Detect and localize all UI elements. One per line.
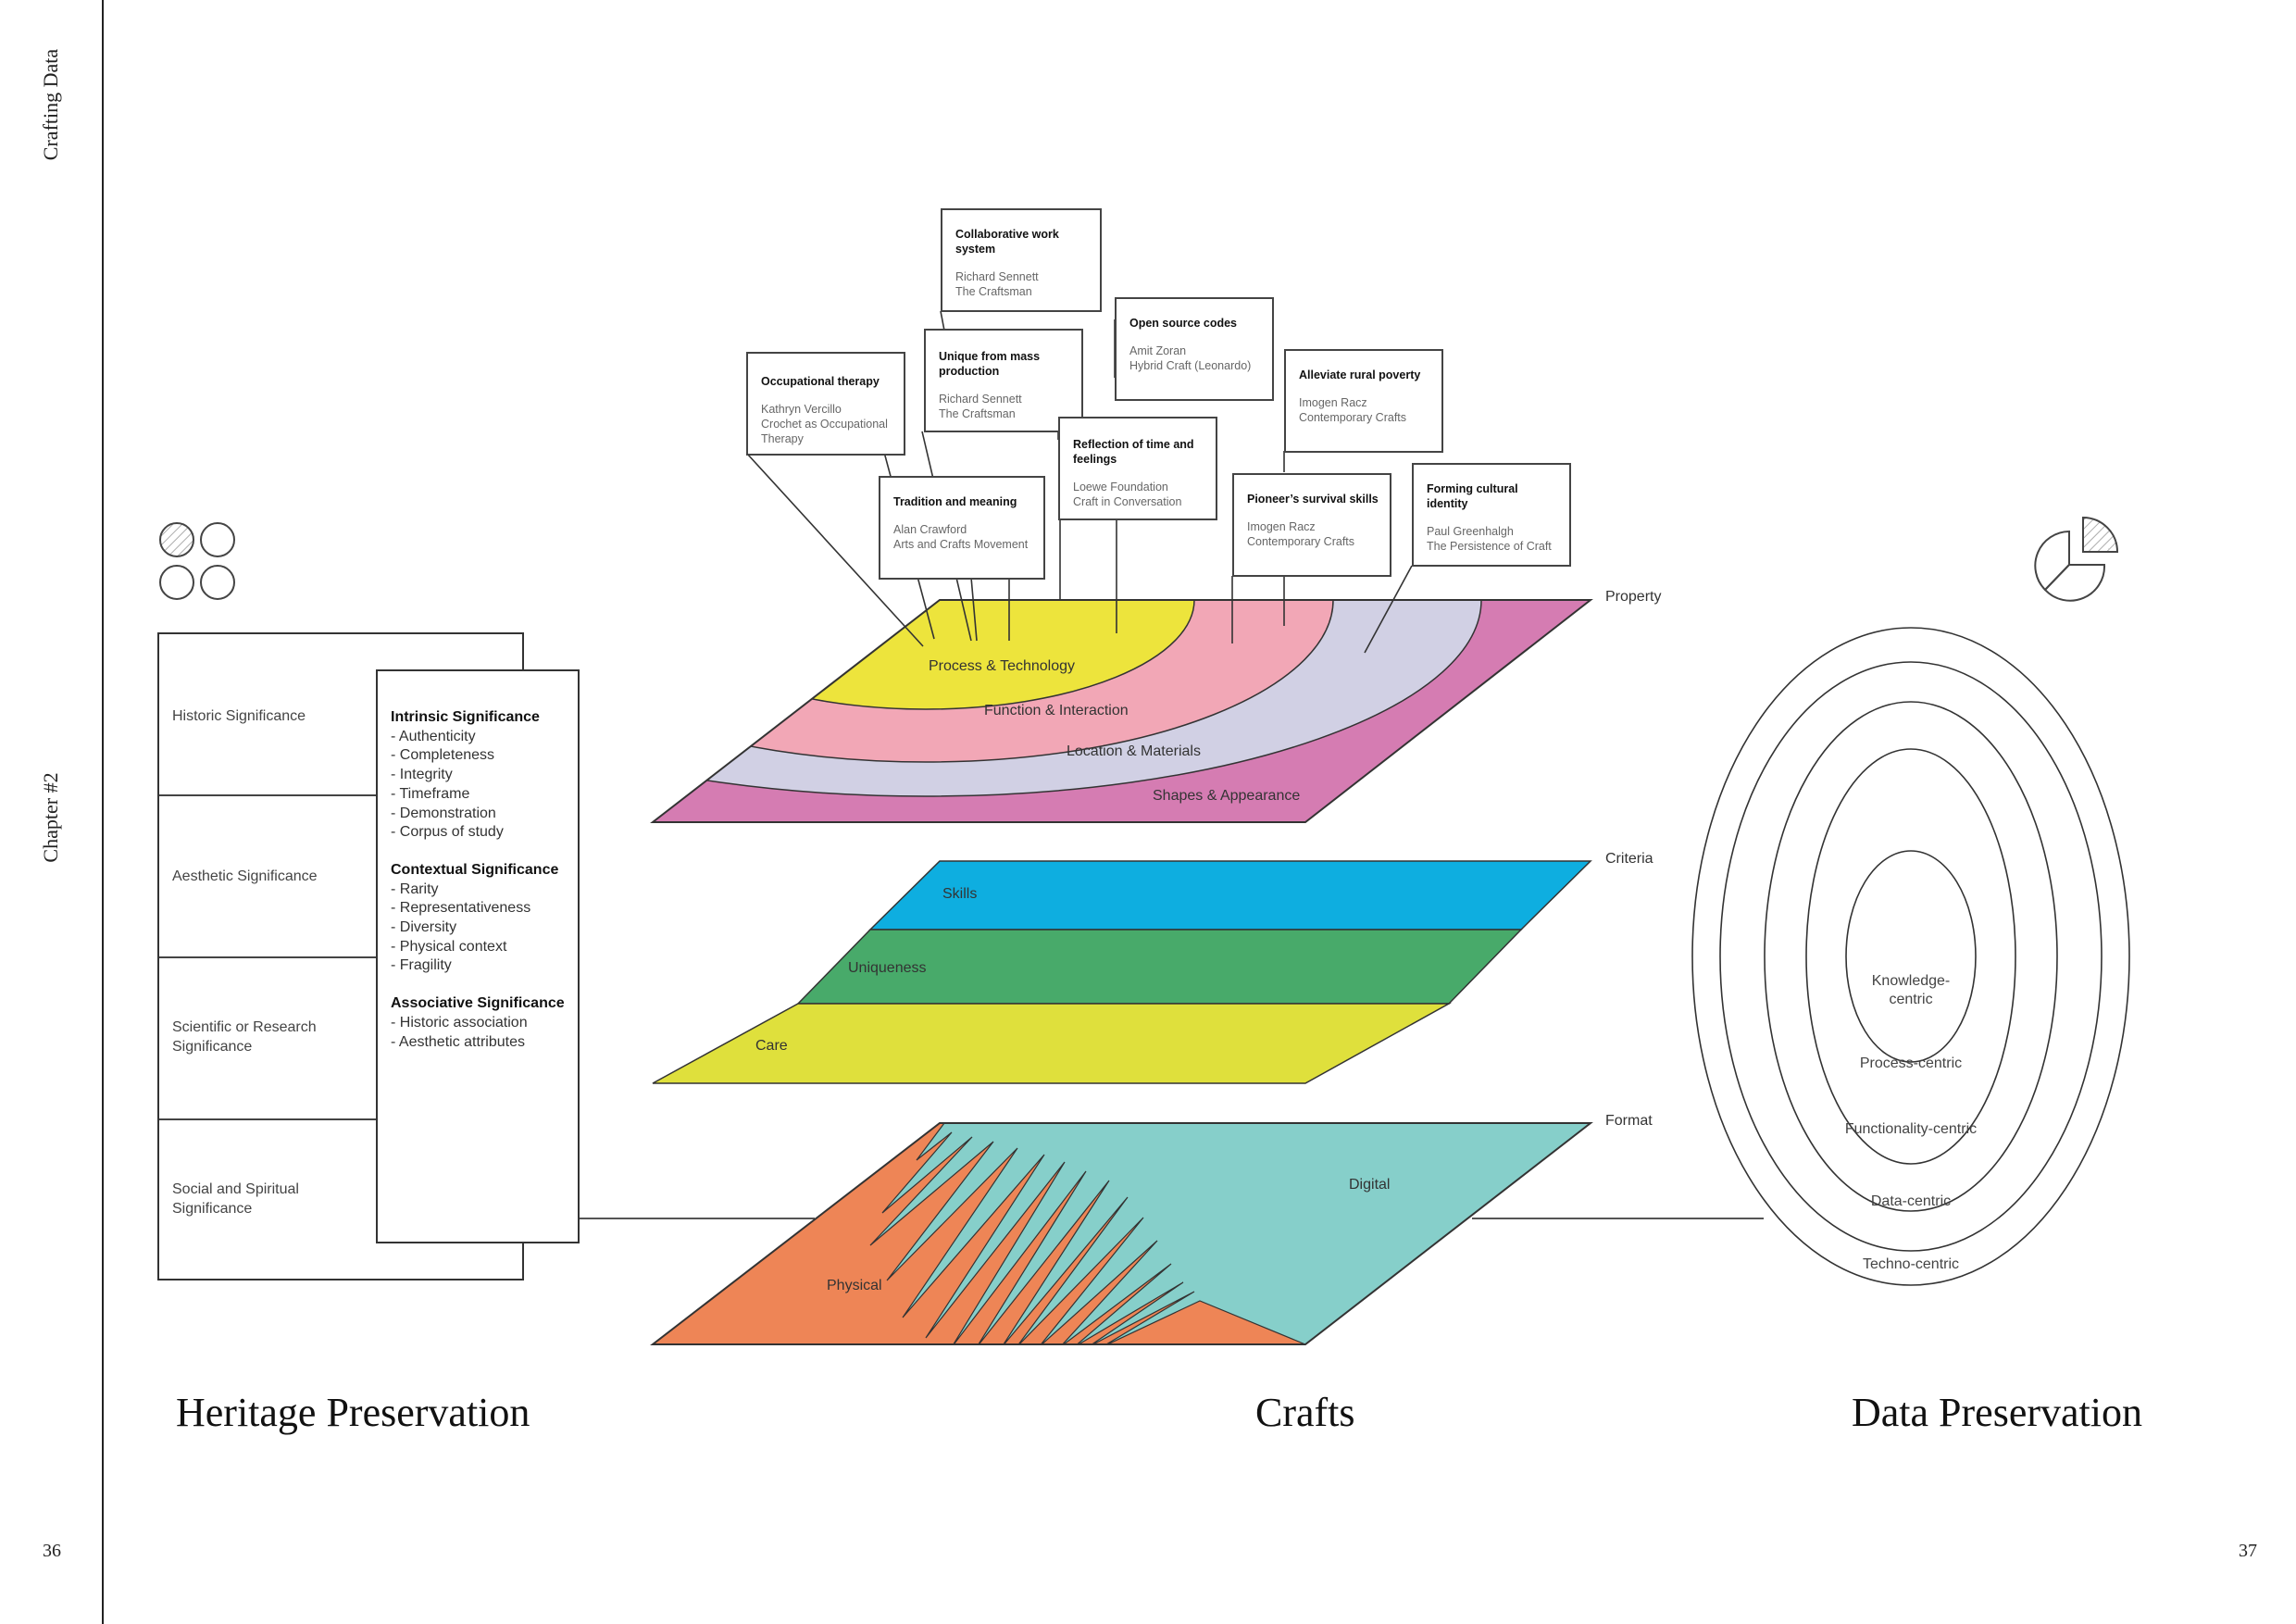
criterion-item: - Corpus of study <box>391 824 504 841</box>
page-number-right: 37 <box>2239 1541 2257 1561</box>
significance-criteria-panel: Intrinsic Significance - Authenticity - … <box>376 669 580 1243</box>
criterion-item: - Demonstration <box>391 805 496 821</box>
group-heading-associative: Associative Significance <box>391 995 565 1012</box>
ring-functionality-centric <box>1764 701 2058 1212</box>
band-physical <box>653 1123 1306 1344</box>
category-scientific: Scientific or Research Significance <box>172 1019 317 1055</box>
label-location-materials: Location & Materials <box>1067 743 1201 759</box>
heritage-row: Scientific or Research Significance <box>159 958 522 1120</box>
ring-process-centric <box>1805 748 2016 1165</box>
criterion-item: - Aesthetic attributes <box>391 1033 525 1050</box>
category-social-spiritual: Social and Spiritual Significance <box>172 1181 299 1217</box>
label-skills: Skills <box>942 886 977 902</box>
label-function-interaction: Function & Interaction <box>984 703 1129 718</box>
plane-name-format: Format <box>1605 1113 1653 1129</box>
criterion-item: - Completeness <box>391 747 495 764</box>
ring-label-knowledge-1: Knowledge- <box>1872 973 1951 989</box>
criterion-item: - Fragility <box>391 957 452 974</box>
pie-chart-exploded-slice-icon <box>2034 516 2119 602</box>
callout-collaborative-work-system: Collaborative work system Richard Sennet… <box>941 208 1102 312</box>
label-physical: Physical <box>827 1278 882 1293</box>
section-title-crafts: Crafts <box>1255 1390 1355 1435</box>
page-spine <box>102 0 104 1624</box>
plane-name-property: Property <box>1605 589 1662 605</box>
criterion-item: - Representativeness <box>391 900 531 917</box>
criterion-item: - Physical context <box>391 938 507 955</box>
label-care: Care <box>755 1038 788 1054</box>
data-rings <box>1691 627 2130 1286</box>
section-title-heritage: Heritage Preservation <box>176 1390 530 1435</box>
category-historic: Historic Significance <box>172 708 306 724</box>
label-uniqueness: Uniqueness <box>848 960 927 976</box>
callout-unique-from-mass-production: Unique from mass production Richard Senn… <box>924 329 1083 432</box>
label-digital: Digital <box>1349 1177 1390 1193</box>
criterion-item: - Integrity <box>391 767 453 783</box>
band-care <box>652 1003 1452 1084</box>
heritage-row: Historic Significance <box>159 634 522 796</box>
ring-knowledge-centric <box>1845 850 1977 1063</box>
group-heading-contextual: Contextual Significance <box>391 861 559 878</box>
criterion-item: - Timeframe <box>391 785 470 802</box>
callout-reflection-of-time-and-feelings: Reflection of time and feelings Loewe Fo… <box>1058 417 1217 520</box>
ring-techno-centric <box>1691 627 2130 1286</box>
ring-label-process: Process-centric <box>1860 1056 1962 1071</box>
page-number-left: 36 <box>43 1541 61 1561</box>
ring-label-data: Data-centric <box>1871 1193 1951 1209</box>
criterion-item: - Authenticity <box>391 728 476 744</box>
criteria-plane <box>652 860 1592 1084</box>
ring-data-centric <box>1719 661 2103 1252</box>
criterion-item: - Historic association <box>391 1014 528 1031</box>
criterion-item: - Rarity <box>391 881 439 897</box>
group-heading-intrinsic: Intrinsic Significance <box>391 709 540 725</box>
callout-forming-cultural-identity: Forming cultural identity Paul Greenhalg… <box>1412 463 1571 567</box>
criterion-item: - Diversity <box>391 919 457 936</box>
category-aesthetic: Aesthetic Significance <box>172 868 318 884</box>
ring-label-functionality: Functionality-centric <box>1845 1121 1977 1137</box>
section-title-data: Data Preservation <box>1852 1390 2142 1435</box>
band-skills <box>868 860 1592 931</box>
format-plane <box>653 1123 1591 1344</box>
plane-name-criteria: Criteria <box>1605 851 1653 867</box>
heritage-row: Social and Spiritual Significance <box>159 1120 522 1282</box>
ring-label-techno: Techno-centric <box>1863 1256 1959 1272</box>
label-process-technology: Process & Technology <box>929 658 1075 674</box>
label-shapes-appearance: Shapes & Appearance <box>1153 788 1300 804</box>
four-circles-one-hatched-icon <box>159 522 235 600</box>
ring-label-knowledge-2: centric <box>1889 992 1932 1007</box>
heritage-row: Aesthetic Significance <box>159 796 522 958</box>
